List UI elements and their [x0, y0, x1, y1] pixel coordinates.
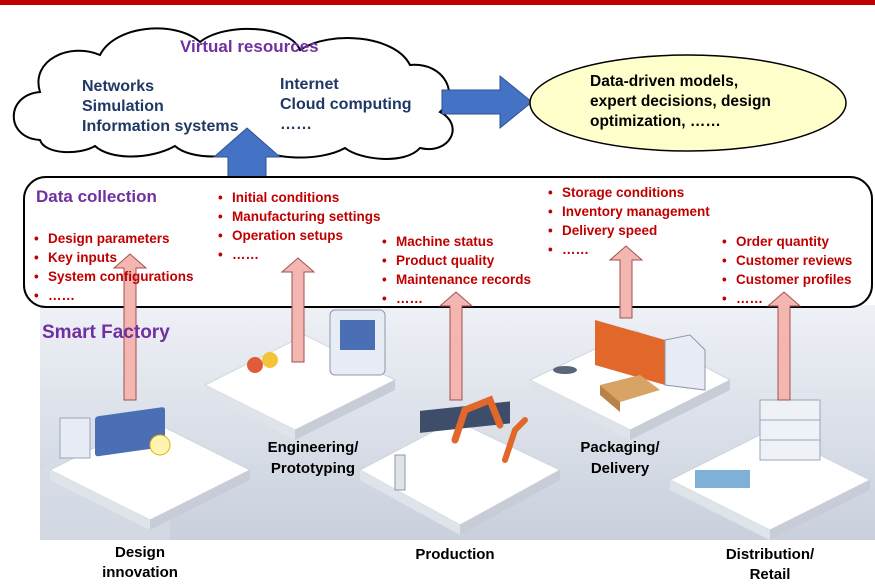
up-arrow-icon	[280, 257, 316, 363]
resource-item: ……	[280, 116, 312, 133]
list-item: Design parameters	[34, 229, 194, 248]
retail-data-list: Order quantity Customer reviews Customer…	[722, 232, 852, 308]
production-data-list: Machine status Product quality Maintenan…	[382, 232, 531, 308]
label-line: Design	[114, 544, 165, 561]
list-item: Product quality	[382, 251, 531, 270]
production-label: Production	[415, 546, 495, 563]
list-item: Operation setups	[218, 226, 381, 245]
resource-item: Simulation	[82, 98, 164, 115]
resource-item: Networks	[82, 78, 155, 95]
virtual-resources-left: Networks Simulation Information systems	[82, 77, 238, 137]
list-item: System configurations	[34, 267, 194, 286]
stage-line: Packaging/	[580, 439, 660, 456]
right-arrow-icon	[441, 74, 533, 130]
design-data-list: Design parameters Key inputs System conf…	[34, 229, 194, 305]
list-item: Customer profiles	[722, 270, 852, 289]
data-collection-title: Data collection	[36, 187, 157, 206]
list-item: ……	[548, 240, 710, 259]
engineering-stage-label: Engineering/ Prototyping	[248, 437, 378, 479]
label-line: Distribution/	[725, 546, 815, 563]
stage-line: Prototyping	[270, 460, 356, 477]
virtual-resources-title: Virtual resources	[180, 37, 319, 56]
list-item: Manufacturing settings	[218, 207, 381, 226]
factory-isometric-scene	[40, 305, 875, 540]
stage-line: Delivery	[590, 460, 650, 477]
packaging-data-list: Storage conditions Inventory management …	[548, 183, 710, 259]
list-item: ……	[722, 289, 852, 308]
outcome-line: expert decisions, design	[590, 93, 771, 110]
list-item: ……	[382, 289, 531, 308]
resource-item: Information systems	[82, 118, 239, 135]
list-item: Inventory management	[548, 202, 710, 221]
smart-factory-title: Smart Factory	[42, 322, 170, 343]
label-line: innovation	[102, 564, 178, 581]
resource-item: Cloud computing	[280, 96, 412, 113]
list-item: Customer reviews	[722, 251, 852, 270]
engineering-data-list: Initial conditions Manufacturing setting…	[218, 188, 381, 264]
list-item: Order quantity	[722, 232, 852, 251]
list-item: Delivery speed	[548, 221, 710, 240]
list-item: Storage conditions	[548, 183, 710, 202]
resource-item: Internet	[280, 76, 339, 93]
list-item: Machine status	[382, 232, 531, 251]
list-item: Key inputs	[34, 248, 194, 267]
up-arrow-icon	[212, 127, 282, 179]
stage-line: Engineering/	[267, 439, 359, 456]
list-item: ……	[218, 245, 381, 264]
virtual-resources-right: Internet Cloud computing ……	[280, 75, 412, 135]
outcome-text: Data-driven models, expert decisions, de…	[590, 72, 771, 132]
list-item: Initial conditions	[218, 188, 381, 207]
outcome-oval	[529, 54, 847, 152]
list-item: ……	[34, 286, 194, 305]
packaging-stage-label: Packaging/ Delivery	[560, 437, 680, 479]
label-line: Retail	[749, 566, 791, 583]
outcome-line: Data-driven models,	[590, 73, 739, 90]
list-item: Maintenance records	[382, 270, 531, 289]
distribution-retail-label: Distribution/ Retail	[700, 545, 840, 585]
top-rule	[0, 0, 875, 5]
design-innovation-label: Design innovation	[80, 543, 200, 583]
outcome-line: optimization, ……	[590, 113, 721, 130]
